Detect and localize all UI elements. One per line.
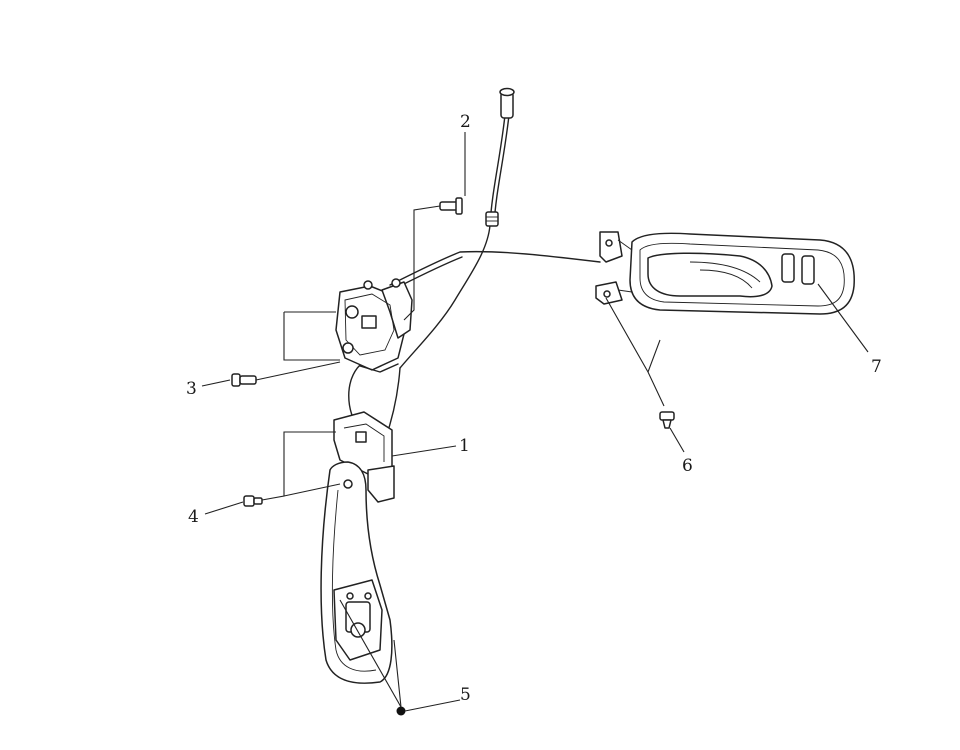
lock-knob-rod bbox=[485, 87, 515, 227]
screw-part-3 bbox=[231, 373, 257, 387]
outer-door-handle bbox=[320, 461, 393, 684]
leader-lines bbox=[201, 132, 869, 712]
callout-6: 6 bbox=[682, 456, 693, 476]
callout-1: 1 bbox=[459, 436, 470, 456]
callout-7: 7 bbox=[871, 357, 882, 377]
door-latch-assembly bbox=[335, 278, 413, 373]
callout-3: 3 bbox=[186, 379, 197, 399]
callout-2: 2 bbox=[460, 112, 471, 132]
callout-5: 5 bbox=[460, 685, 471, 705]
callout-4: 4 bbox=[188, 507, 199, 527]
screw-part-4 bbox=[243, 495, 263, 507]
screw-part-2 bbox=[439, 197, 463, 215]
inner-door-handle-part-7 bbox=[595, 231, 855, 315]
fastener-part-5 bbox=[396, 706, 406, 716]
screw-part-6 bbox=[659, 411, 675, 429]
release-cables bbox=[348, 114, 601, 591]
